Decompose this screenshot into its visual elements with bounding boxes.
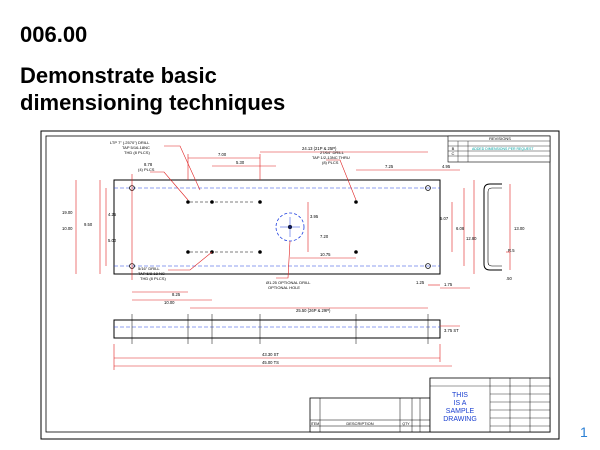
plate-front-view [113,314,441,344]
hole [425,263,431,269]
qty-label: QTY [402,422,410,426]
slide-title: Demonstrate basic dimensioning technique… [20,62,420,116]
dim-r5: R.5 [508,248,515,253]
hole [354,250,358,254]
hole [354,200,358,204]
callout-places-mid: (8) PLCS [322,160,339,165]
dim-7-00: 7.00 [218,152,227,157]
callout-optional-hole: Ø1.25 OPTIONAL DRILL [266,280,311,285]
plate-top-view [113,179,441,275]
title-block: THIS IS A SAMPLE DRAWING DESCRIPTION ITE… [309,377,551,433]
dim-43-30: 43.30 ST [262,352,279,357]
dim-9-50: 9.50 [84,222,93,227]
slide-corner-mark: 1 [580,424,588,440]
dim-3-75: 3.75 ST [444,328,459,333]
item-label: ITEM [311,422,319,426]
callout-tap-top: TAP 5/16-18NC [122,145,150,150]
callouts: LTP 7" (.2570") DRILL TAP 5/16-18NC THD … [110,140,350,290]
dim-7-20: 7.20 [320,234,329,239]
dim-50: .50 [506,276,512,281]
revision-letter-2: C [452,151,455,156]
revision-title: REVISIONS [489,136,511,141]
callout-tap-mid: TAP 1/2-13NC THRU [312,155,350,160]
dim-1-75: 1.75 [444,282,453,287]
callout-tap-bottom: TAP 5/8-18 NC [138,271,165,276]
dim-25-50: 25.50 (26P & 29P) [296,308,331,313]
dim-7-25: 7.25 [385,164,394,169]
dim-12-80: 12.80 [466,236,477,241]
stamp-line-2: IS A [454,400,467,407]
dim-10-00: 10.00 [62,226,73,231]
callout-drill-top: LTP 7" (.2570") DRILL [110,140,150,145]
revision-entry: ADDED DIMENSIONS PER REQUEST [472,147,534,151]
dim-13-00: 13.00 [514,226,525,231]
dim-6-08: 6.08 [456,226,465,231]
dimension-lines [75,151,511,370]
dim-4-25: 4.25 [108,212,117,217]
hole [186,250,190,254]
slide-title-line-2: dimensioning techniques [20,90,286,115]
hole [258,250,262,254]
dim-10-00b: 10.00 [164,300,175,305]
callout-thd-bottom: THD (8 PLCS) [140,276,166,281]
stamp-line-4: DRAWING [443,416,477,423]
dim-45-00: 45.00 TS [262,360,279,365]
revision-block: REVISIONS B C ADDED DIMENSIONS PER REQUE… [447,135,551,163]
slide-number: 006.00 [20,22,88,47]
dim-5-00: 5.00 [108,238,117,243]
dim-24-13: 24.13 (21P & 25P) [302,146,337,151]
sheet-inner-border [45,135,551,433]
dim-10-75: 10.75 [320,252,331,257]
dim-8-25: 8.25 [172,292,181,297]
dim-4-95: 4.95 [442,164,451,169]
dim-3-95: 3.95 [310,214,319,219]
dim-5-07: 5.07 [440,216,449,221]
dim-1-25: 1.25 [416,280,425,285]
dim-19-00: 19.00 [62,210,73,215]
channel-side-view [483,183,502,271]
stamp-line-3: SAMPLE [446,408,475,415]
callout-drill-mid: 27/64" DRILL [320,150,345,155]
callout-thd-top: THD (8 PLCS) [124,150,150,155]
stamp-line-1: THIS [452,392,468,399]
dimension-values: 7.00 24.13 (21P & 25P) 5.30 7.25 4.95 8.… [62,146,525,365]
leader-lines [150,145,510,279]
callout-optional-hole-2: OPTIONAL HOLE [268,285,300,290]
hole [258,200,262,204]
callout-places-4: (4) PLCS [138,167,155,172]
revision-letter-1: B [452,146,455,151]
hole [210,200,214,204]
slide-title-line-1: Demonstrate basic [20,63,217,88]
dim-5-30: 5.30 [236,160,245,165]
dim-8-78: 8.78 [144,162,153,167]
engineering-drawing: REVISIONS B C ADDED DIMENSIONS PER REQUE… [40,130,560,440]
hole [186,200,190,204]
callout-drill-bottom: 5/16" DRILL [138,266,160,271]
description-label: DESCRIPTION [346,421,373,426]
hole [425,185,431,191]
